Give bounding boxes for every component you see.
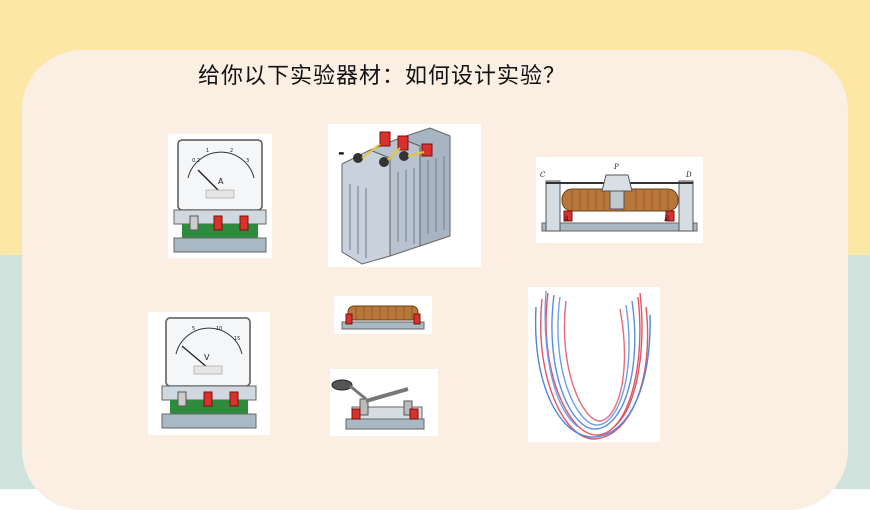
- rheostat-label-p: P: [613, 163, 619, 171]
- voltmeter-label: V: [204, 353, 210, 362]
- voltmeter-image: V 5 10 15: [148, 312, 270, 435]
- ammeter-label: A: [218, 177, 224, 186]
- resistor-coil-icon: [341, 305, 425, 330]
- sliding-rheostat-icon: C P D A B: [540, 163, 698, 232]
- ammeter-icon: A 0.2 1 2 3: [173, 139, 267, 253]
- ammeter-tick-0: 0.2: [192, 158, 200, 164]
- battery-minus: -: [338, 143, 345, 162]
- wires-icon: [534, 290, 651, 440]
- voltmeter-tick-2: 15: [234, 336, 240, 342]
- rheostat-label-d: D: [685, 171, 692, 179]
- voltmeter-tick-1: 10: [216, 326, 222, 332]
- ammeter-tick-1: 1: [206, 148, 209, 154]
- battery-image: - +: [328, 124, 481, 267]
- switch-image: [330, 369, 438, 436]
- slide-title: 给你以下实验器材：如何设计实验？: [198, 64, 567, 89]
- resistor-image: [334, 296, 432, 334]
- wires-image: [528, 287, 660, 442]
- knife-switch-icon: [331, 379, 425, 430]
- rheostat-image: C P D A B: [536, 157, 703, 243]
- rheostat-label-c: C: [540, 171, 546, 179]
- ammeter-tick-3: 3: [246, 158, 249, 164]
- ammeter-image: A 0.2 1 2 3: [168, 134, 272, 258]
- ammeter-tick-2: 2: [230, 148, 233, 154]
- rheostat-label-a: A: [563, 215, 569, 223]
- battery-pack-icon: - +: [338, 127, 451, 265]
- voltmeter-icon: V 5 10 15: [161, 317, 257, 429]
- voltmeter-tick-0: 5: [192, 326, 195, 332]
- slide-card: [22, 50, 848, 510]
- rheostat-label-b: B: [663, 215, 669, 223]
